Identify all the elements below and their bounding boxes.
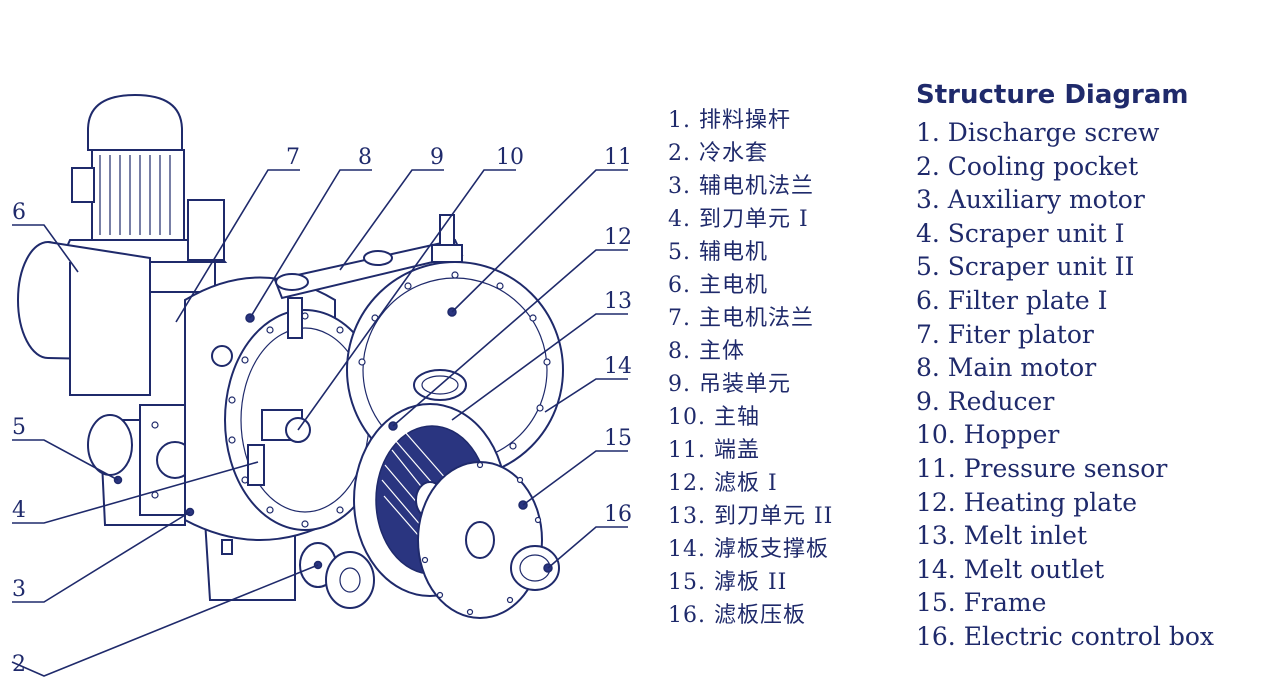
legend-cn-item: 12. 滤板 I [668, 471, 778, 496]
legend-cn-item: 9. 吊装单元 [668, 372, 791, 397]
electric-box-fitting-drawing [510, 545, 560, 591]
callout-10: 10 [496, 145, 524, 170]
hoisting-unit-drawing [273, 214, 464, 339]
legend-cn-item: 10. 主轴 [668, 405, 760, 430]
callout-16: 16 [604, 502, 632, 527]
side-housing-drawing [17, 241, 151, 396]
callout-2: 2 [12, 652, 26, 677]
legend-cn-item: 14. 滹板支撑板 [668, 537, 829, 562]
legend-cn-item: 7. 主电机法兰 [668, 306, 814, 331]
legend-cn-item: 13. 到刀单元 II [668, 504, 834, 529]
legend-en-item: 14. Melt outlet [916, 554, 1105, 584]
legend-en-item: 10. Hopper [916, 420, 1060, 450]
callout-3: 3 [12, 577, 26, 602]
legend-en-item: 15. Frame [916, 588, 1047, 618]
legend-en-item: 4. Scraper unit I [916, 218, 1125, 248]
callout-7: 7 [286, 145, 300, 170]
legend-en-item: 13. Melt inlet [916, 521, 1088, 551]
callout-6: 6 [12, 200, 26, 225]
leader-lines [11, 169, 628, 677]
legend-cn-item: 16. 滤板压板 [668, 603, 806, 628]
legend-en-item: 6. Filter plate I [916, 285, 1108, 315]
callout-11: 11 [604, 145, 632, 170]
legend-en-item: 16. Electric control box [916, 621, 1214, 651]
cooling-jacket-drawing [113, 475, 375, 609]
legend-en-item: 2. Cooling pocket [916, 151, 1139, 181]
legend-cn-item: 3. 辅电机法兰 [668, 174, 814, 199]
callout-13: 13 [604, 289, 632, 314]
legend-en-item: 3. Auxiliary motor [916, 185, 1145, 215]
legend-cn-item: 2. 冷水套 [668, 141, 768, 166]
legend-en-item: 11. Pressure sensor [916, 453, 1168, 483]
pressure-plate-drawing [417, 461, 543, 619]
callout-labels: 2 3 4 5 6 7 8 9 10 11 12 13 14 15 16 [12, 145, 632, 677]
legend-chinese: 1. 排料操杆 2. 冷水套 3. 辅电机法兰 4. 到刀单元 I 5. 辅电机… [668, 104, 833, 632]
legend-cn-item: 15. 滹板 II [668, 570, 788, 595]
legend-title: Structure Diagram [916, 80, 1189, 110]
legend-cn-item: 11. 端盖 [668, 438, 760, 463]
legend-en-item: 5. Scraper unit II [916, 252, 1135, 282]
legend-cn-item: 5. 辅电机 [668, 240, 768, 265]
callout-4: 4 [12, 498, 26, 523]
callout-8: 8 [358, 145, 372, 170]
legend-en-item: 12. Heating plate [916, 487, 1138, 517]
legend-cn-item: 4. 到刀单元 I [668, 207, 809, 232]
callout-9: 9 [430, 145, 444, 170]
callout-12: 12 [604, 225, 632, 250]
legend-en-item: 7. Fiter plator [916, 319, 1094, 349]
legend-en-item: 9. Reducer [916, 386, 1055, 416]
legend-english: 1. Discharge screw 2. Cooling pocket 3. … [916, 116, 1214, 654]
legend-en-item: 8. Main motor [916, 353, 1097, 383]
legend-cn-item: 1. 排料操杆 [668, 108, 791, 133]
legend-cn-item: 6. 主电机 [668, 273, 768, 298]
callout-15: 15 [604, 426, 632, 451]
callout-5: 5 [12, 415, 26, 440]
legend-en-item: 1. Discharge screw [916, 118, 1160, 147]
callout-14: 14 [604, 354, 632, 379]
legend-cn-item: 8. 主体 [668, 339, 745, 364]
